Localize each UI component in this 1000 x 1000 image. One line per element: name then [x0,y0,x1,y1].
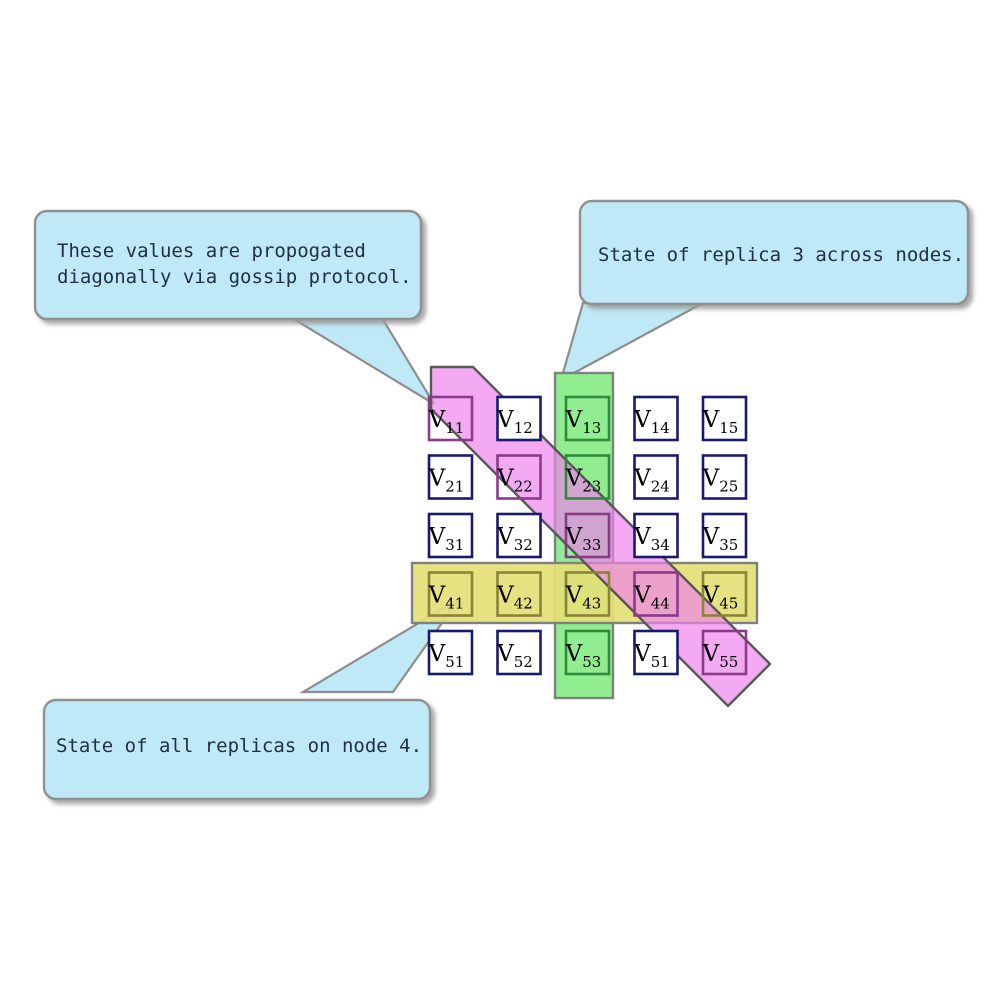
grid-cell-subscript: 41 [445,595,464,613]
grid-cell-subscript: 21 [445,478,464,496]
grid-cell-box[interactable] [427,454,474,500]
grid-cell-box[interactable] [564,571,611,617]
grid-cell-subscript: 43 [582,595,601,613]
replica-note-box[interactable] [578,199,970,306]
grid-cell-label: V42 [496,583,533,613]
grid-cell-V51[interactable]: V51 [633,629,679,676]
diagonal-band-rect [429,365,772,708]
grid-cell-V15[interactable]: V15 [701,395,748,442]
grid-cell-subscript: 35 [719,536,738,554]
grid-cell-subscript: 22 [514,478,533,496]
grid-cell-box[interactable] [633,454,679,500]
grid-cell-subscript: 51 [445,653,464,671]
grid-cell-box[interactable] [427,512,474,559]
grid-cell-box[interactable] [427,395,474,442]
grid-cell-subscript: 25 [719,478,738,496]
grid-cell-box[interactable] [496,629,542,676]
grid-cell-V21[interactable]: V21 [427,454,474,500]
grid-cell-box[interactable] [564,395,611,442]
grid-cell-box[interactable] [633,512,679,559]
grid-cell-box[interactable] [701,571,748,617]
grid-cell-box[interactable] [701,454,748,500]
grid-cell-label: V21 [428,466,465,496]
grid-cell-subscript: 53 [582,653,601,671]
node-note-box[interactable] [42,698,432,801]
grid-cell-subscript: 14 [651,419,670,437]
grid-cell-box[interactable] [633,629,679,676]
grid-cell-V33[interactable]: V33 [564,512,611,559]
grid-cell-subscript: 11 [445,419,464,437]
callout-node-note[interactable]: State of all replicas on node 4. [42,698,432,801]
grid-cell-box[interactable] [701,512,748,559]
grid-cell-subscript: 34 [651,536,670,554]
grid-cell-subscript: 55 [719,653,738,671]
node-note-line-1: State of all replicas on node 4. [56,735,422,757]
grid-cell-box[interactable] [564,629,611,676]
grid-cell-subscript: 15 [719,419,738,437]
grid-cell-subscript: 44 [651,595,670,613]
callout-replica-note[interactable]: State of replica 3 across nodes. [578,199,970,306]
gossip-note-tail [288,316,435,405]
grid-cell-V12[interactable]: V12 [496,395,542,442]
grid-cell-subscript: 51 [651,653,670,671]
grid-cell-subscript: 52 [514,653,533,671]
grid-cell-V14[interactable]: V14 [633,395,679,442]
grid-cell-box[interactable] [633,395,679,442]
grid-cell-subscript: 24 [651,478,670,496]
grid-cell-subscript: 23 [582,478,601,496]
grid-cell-V31[interactable]: V31 [427,512,474,559]
replica-note-tail [559,301,704,383]
grid-cell-box[interactable] [701,629,748,676]
grid-cell-V35[interactable]: V35 [701,512,748,559]
callout-gossip-note[interactable]: These values are propogated diagonally v… [33,209,423,321]
grid-cell-box[interactable] [633,571,679,617]
grid-cell-subscript: 42 [514,595,533,613]
gossip-note-line-1: These values are propogated [57,240,366,262]
grid-cell-V52[interactable]: V52 [496,629,542,676]
grid-cell-subscript: 12 [514,419,533,437]
grid-cell-V25[interactable]: V25 [701,454,748,500]
grid-cell-V24[interactable]: V24 [633,454,679,500]
grid-cell-V42[interactable]: V42 [496,571,542,617]
grid-cell-subscript: 13 [582,419,601,437]
grid-cell-subscript: 33 [582,536,601,554]
grid-cell-subscript: 31 [445,536,464,554]
grid-cell-label: V33 [565,524,602,554]
replica-note-line-1: State of replica 3 across nodes. [598,244,964,266]
grid-cell-box[interactable] [701,395,748,442]
grid-cell-box[interactable] [496,512,542,559]
grid-cell-box[interactable] [564,512,611,559]
grid-cell-box[interactable] [496,571,542,617]
grid-cell-box[interactable] [427,629,474,676]
grid-cell-label: V25 [702,466,739,496]
grid-cell-V34[interactable]: V34 [633,512,679,559]
grid-cell-box[interactable] [427,571,474,617]
grid-cell-V51[interactable]: V51 [427,629,474,676]
grid-cell-box[interactable] [564,454,611,500]
diagonal-band [429,365,772,708]
gossip-note-line-2: diagonally via gossip protocol. [57,266,412,288]
grid-cell-box[interactable] [496,454,542,500]
grid-cell-box[interactable] [496,395,542,442]
grid-cell-V32[interactable]: V32 [496,512,542,559]
grid-cell-subscript: 45 [719,595,738,613]
gossip-note-box[interactable] [33,209,423,321]
grid-cell-subscript: 32 [514,536,533,554]
